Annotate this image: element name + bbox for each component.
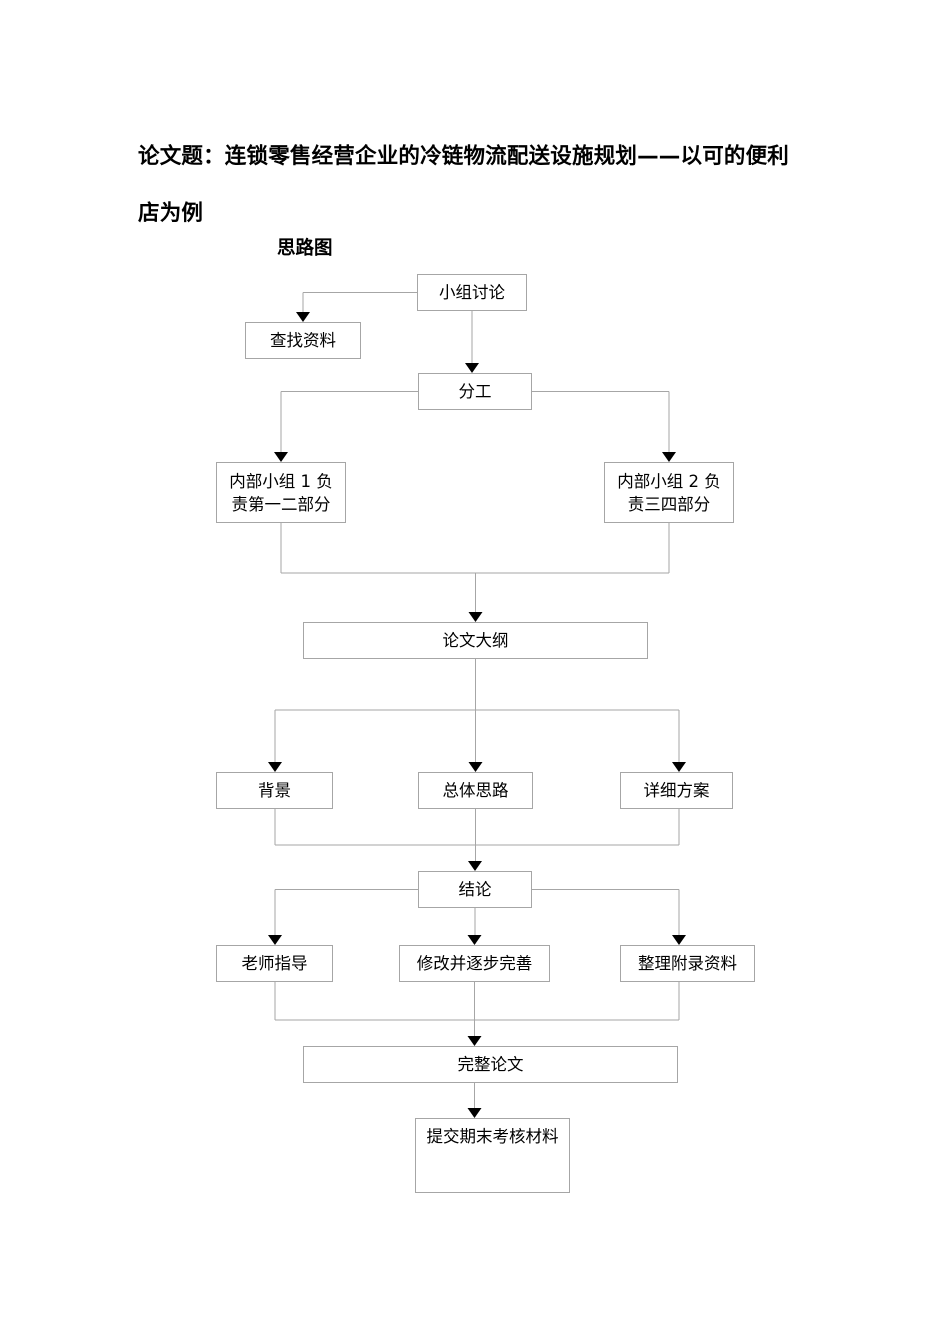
flow-node-n12: 修改并逐步完善 (399, 945, 550, 982)
flow-node-label: 背景 (258, 781, 291, 800)
flow-node-label: 完整论文 (457, 1055, 524, 1074)
page-title: 论文题：连锁零售经营企业的冷链物流配送设施规划——以可的便利店为例 (138, 144, 790, 226)
flow-node-n4: 内部小组 1 负 责第一二部分 (216, 462, 346, 523)
flow-node-n6: 论文大纲 (303, 622, 648, 659)
section-heading-flowchart: 思路图 (277, 238, 333, 259)
flow-node-label: 修改并逐步完善 (416, 954, 533, 973)
flow-node-n9: 详细方案 (620, 772, 733, 809)
flow-node-n15: 提交期末考核材料 (415, 1118, 570, 1193)
flow-node-n13: 整理附录资料 (620, 945, 755, 982)
flow-node-n3: 分工 (418, 373, 532, 410)
flow-node-label: 整理附录资料 (638, 954, 737, 973)
flow-node-label: 内部小组 1 负 责第一二部分 (229, 471, 333, 514)
flow-node-n1: 小组讨论 (417, 274, 527, 311)
flow-node-label: 内部小组 2 负 责三四部分 (617, 471, 721, 514)
flow-node-n5: 内部小组 2 负 责三四部分 (604, 462, 734, 523)
flow-node-label: 查找资料 (270, 331, 336, 350)
flow-node-label: 详细方案 (643, 781, 710, 800)
flow-node-n14: 完整论文 (303, 1046, 678, 1083)
flow-node-n2: 查找资料 (245, 322, 361, 359)
flow-node-n8: 总体思路 (418, 772, 533, 809)
flow-node-n11: 老师指导 (216, 945, 333, 982)
flow-node-label: 论文大纲 (442, 631, 509, 650)
flow-node-label: 总体思路 (442, 781, 509, 800)
flow-node-label: 提交期末考核材料 (426, 1127, 559, 1146)
flow-node-label: 结论 (458, 880, 492, 899)
flow-node-n10: 结论 (418, 871, 532, 908)
flow-node-label: 老师指导 (241, 954, 308, 973)
flow-node-n7: 背景 (216, 772, 333, 809)
flow-node-label: 分工 (458, 382, 492, 401)
flow-node-label: 小组讨论 (439, 283, 505, 302)
